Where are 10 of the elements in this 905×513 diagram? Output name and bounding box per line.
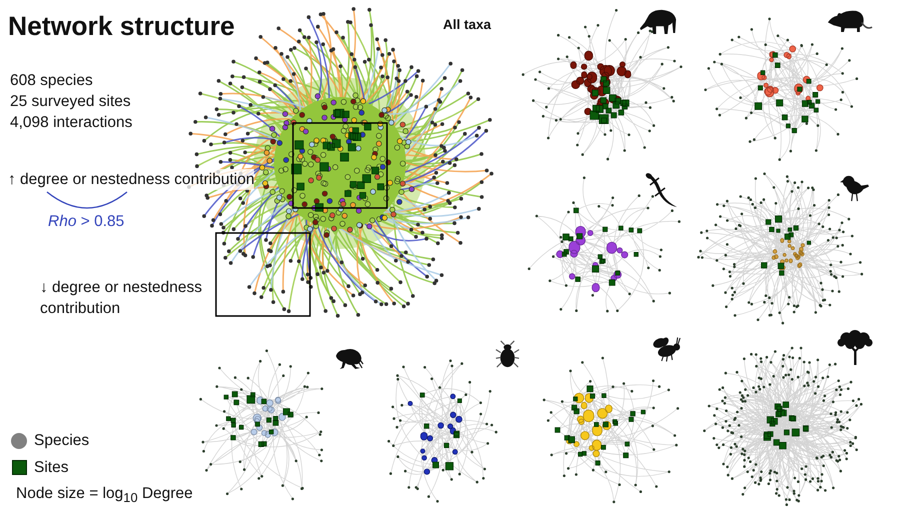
page-title: Network structure [8, 11, 235, 41]
legend-note: Node size = log$_{10}$ Degree [16, 484, 193, 508]
correlation-label: Rho > 0.85 [48, 212, 124, 232]
annotation-text: ↓ degree or nestedness contribution [40, 278, 203, 319]
summary-stat: 4,098 interactions [10, 113, 132, 133]
legend-label: Sites [34, 458, 68, 478]
summary-stat: 25 surveyed sites [10, 92, 131, 112]
summary-stat: 608 species [10, 71, 93, 91]
legend-label: Species [34, 431, 90, 451]
annotation-text: ↑ degree or nestedness contribution [8, 169, 254, 190]
